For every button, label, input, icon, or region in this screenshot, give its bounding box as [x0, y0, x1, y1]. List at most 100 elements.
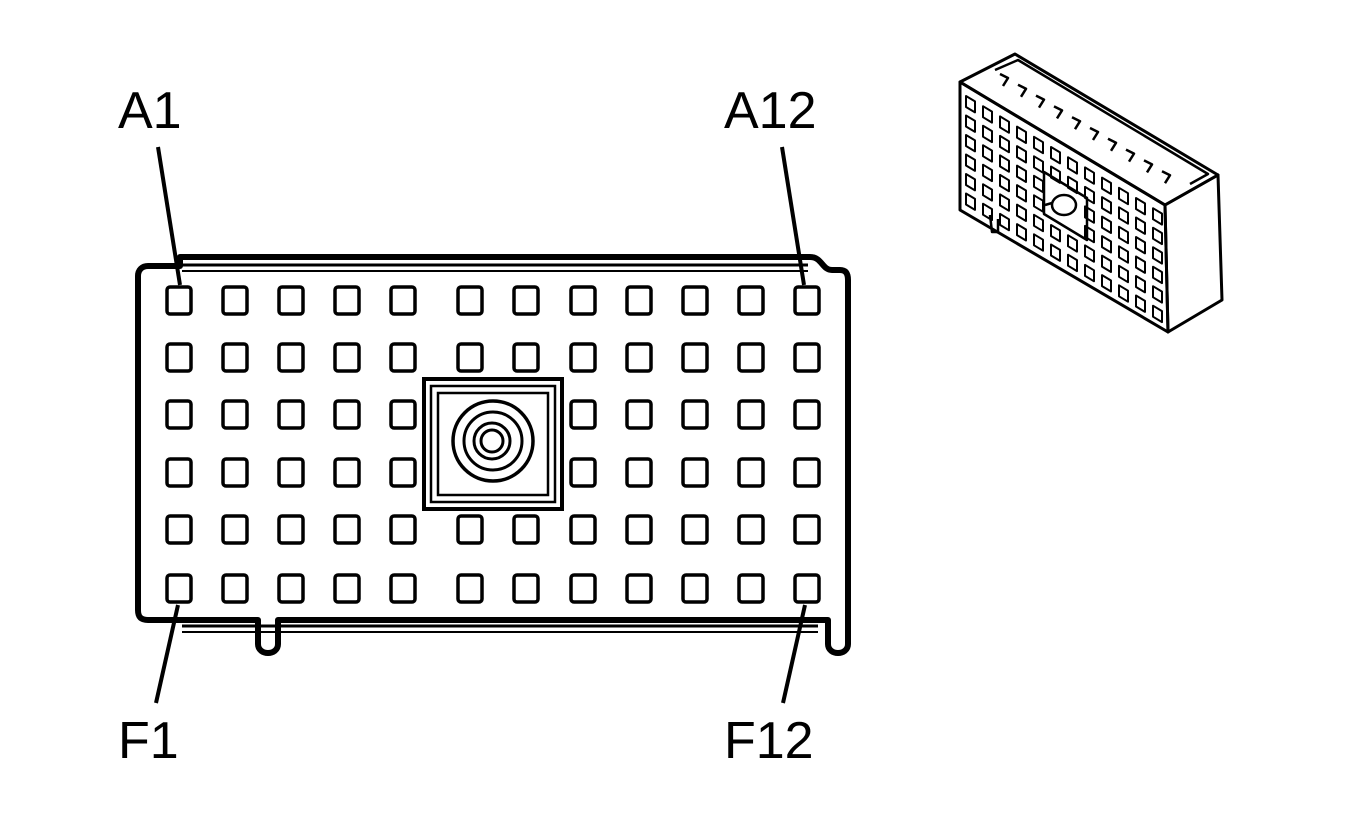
iso-pin-cavity: [1050, 146, 1061, 165]
pin-cavity-c4: [333, 399, 361, 430]
iso-pin-cavity: [1152, 304, 1163, 324]
pin-cavity-a3: [277, 285, 305, 316]
pin-cavity-f1: [165, 573, 193, 604]
iso-pin-cavity: [1101, 215, 1112, 234]
iso-pin-cavity: [1033, 233, 1044, 252]
pin-cavity-c2: [221, 399, 249, 430]
pin-cavity-e9: [625, 514, 653, 545]
iso-pin-cavity: [1152, 265, 1163, 285]
iso-pin-cavity: [1118, 225, 1129, 245]
iso-pin-cavity: [1050, 224, 1061, 243]
iso-pin-cavity: [1016, 223, 1027, 242]
iso-pin-cavity: [1016, 184, 1027, 203]
iso-center-socket: [1042, 170, 1089, 242]
pin-cavity-f4: [333, 573, 361, 604]
pin-cavity-d9: [625, 457, 653, 488]
pin-cavity-f7: [512, 573, 540, 604]
iso-top-slot: [1143, 159, 1154, 174]
iso-pin-cavity: [1152, 226, 1163, 246]
iso-pin-cavity: [1016, 145, 1027, 164]
iso-pin-cavity: [1135, 275, 1146, 294]
pin-cavity-d3: [277, 457, 305, 488]
iso-top-face: [958, 52, 1220, 207]
iso-pin-cavity: [1067, 156, 1078, 175]
pin-cavity-b11: [737, 342, 765, 373]
pin-cavity-b9: [625, 342, 653, 373]
label-f1: F1: [118, 712, 179, 770]
iso-top-slot: [1035, 94, 1046, 109]
iso-pin-cavity: [1101, 254, 1112, 273]
pin-cavity-e3: [277, 514, 305, 545]
iso-pin-cavity: [999, 193, 1010, 212]
pin-cavity-d8: [569, 457, 597, 488]
iso-pin-cavity: [1152, 207, 1163, 226]
pin-cavity-b12: [793, 342, 821, 373]
iso-pin-cavity: [965, 114, 976, 133]
pin-cavity-b1: [165, 342, 193, 373]
iso-pin-cavity: [982, 105, 993, 124]
pin-cavity-f5: [389, 573, 417, 604]
iso-pin-grid: [965, 95, 1163, 324]
pin-cavity-e5: [389, 514, 417, 545]
pin-cavity-c1: [165, 399, 193, 430]
pin-cavity-e7: [512, 514, 540, 545]
pin-cavity-b10: [681, 342, 709, 373]
iso-pin-cavity: [1016, 125, 1027, 144]
iso-pin-cavity: [982, 163, 993, 183]
iso-pin-cavity: [1135, 236, 1146, 255]
pin-cavity-c8: [569, 399, 597, 430]
iso-pin-cavity: [1118, 186, 1129, 206]
pin-grid: [165, 285, 821, 604]
pin-cavity-f10: [681, 573, 709, 604]
pin-cavity-a5: [389, 285, 417, 316]
iso-tab: [988, 214, 1000, 234]
iso-pin-cavity: [982, 183, 993, 202]
pin-cavity-d2: [221, 457, 249, 488]
leader-a12: [780, 146, 806, 286]
iso-pin-cavity: [1084, 185, 1095, 205]
iso-pin-cavity: [1101, 235, 1112, 254]
iso-pin-cavity: [1084, 205, 1095, 224]
iso-top-slot: [1017, 83, 1028, 98]
pin-cavity-f11: [737, 573, 765, 604]
iso-pin-cavity: [999, 134, 1010, 154]
pin-cavity-e4: [333, 514, 361, 545]
pin-cavity-b5: [389, 342, 417, 373]
iso-pin-cavity: [1084, 263, 1095, 283]
pin-cavity-c5: [389, 399, 417, 430]
pin-cavity-c11: [737, 399, 765, 430]
iso-pin-cavity: [1135, 294, 1146, 313]
pin-cavity-b6: [456, 342, 484, 373]
pin-cavity-e10: [681, 514, 709, 545]
pin-cavity-b8: [569, 342, 597, 373]
pin-cavity-d10: [681, 457, 709, 488]
iso-pin-cavity: [1050, 243, 1061, 262]
pin-cavity-b3: [277, 342, 305, 373]
iso-pin-cavity: [1118, 284, 1129, 303]
pin-cavity-f9: [625, 573, 653, 604]
iso-pin-cavity: [1084, 224, 1095, 244]
pin-cavity-a12: [793, 285, 821, 316]
pin-cavity-c12: [793, 399, 821, 430]
label-f12: F12: [724, 712, 814, 770]
pin-cavity-e11: [737, 514, 765, 545]
iso-front-face: [958, 80, 1170, 334]
pin-cavity-e2: [221, 514, 249, 545]
iso-top-slot: [1053, 105, 1064, 120]
iso-top-slot: [999, 72, 1010, 87]
iso-right-face: [1163, 173, 1224, 334]
iso-top-slot: [1161, 170, 1172, 184]
iso-pin-cavity: [965, 173, 976, 192]
iso-pin-cavity: [965, 95, 976, 114]
pin-cavity-d5: [389, 457, 417, 488]
leader-a1: [156, 146, 182, 286]
pin-cavity-c9: [625, 399, 653, 430]
iso-pin-cavity: [1118, 264, 1129, 284]
iso-pin-cavity: [965, 134, 976, 153]
pin-cavity-a6: [456, 285, 484, 316]
pin-cavity-f6: [456, 573, 484, 604]
pin-cavity-d4: [333, 457, 361, 488]
iso-pin-cavity: [982, 202, 993, 222]
iso-pin-cavity: [1016, 164, 1027, 183]
